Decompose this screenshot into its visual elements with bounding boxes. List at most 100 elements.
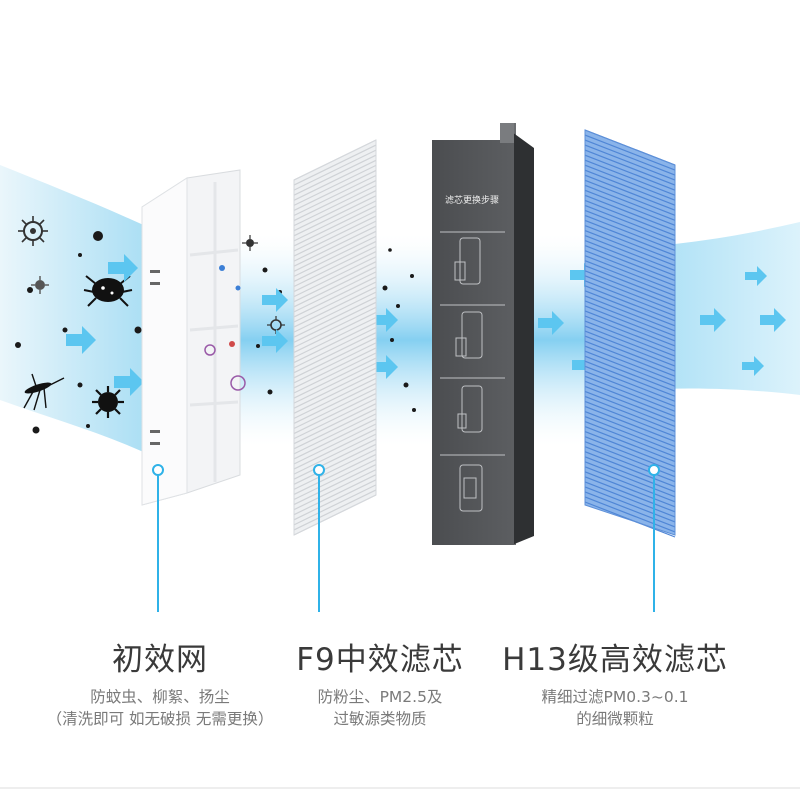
pleat-line (584, 204, 676, 241)
pleat-line (584, 280, 676, 317)
pleat-line (293, 484, 377, 526)
pleat-line (584, 385, 676, 422)
pleat-line (584, 169, 676, 206)
pleat-line (293, 367, 377, 409)
pleat-line (584, 310, 676, 347)
arrow-right-icon (262, 288, 288, 312)
pleat-line (584, 229, 676, 267)
arrow-right-icon (742, 356, 764, 376)
replacement-step-diagrams (440, 231, 505, 512)
pleat-line (293, 342, 377, 384)
pleat-line (584, 290, 676, 327)
pleat-line (584, 415, 676, 453)
pleat-line (293, 154, 377, 196)
pleat-line (584, 250, 676, 287)
pleat-line (293, 347, 377, 389)
pleat-line (584, 235, 676, 272)
pleat-line (584, 355, 676, 392)
pleat-line (293, 210, 377, 252)
carbon-panel-heading: 滤芯更换步骤 (445, 194, 499, 206)
pleat-line (584, 189, 676, 226)
pleat-line (293, 377, 377, 419)
pleat-line (293, 458, 377, 501)
pleat-line (584, 285, 676, 322)
pleat-line (584, 305, 676, 342)
pre-filter-title: 初效网 (112, 642, 208, 678)
pleat-line (584, 466, 676, 503)
pleat-line (293, 322, 377, 364)
pleat-line (293, 423, 377, 465)
pleat-line (293, 428, 377, 470)
dust-particle-icon (15, 342, 21, 348)
arrow-right-icon (66, 326, 96, 354)
pleat-line (293, 159, 377, 201)
pleat-line (293, 387, 377, 430)
pleat-line (293, 169, 377, 211)
pleat-line (293, 256, 377, 298)
incoming-air-stream (0, 165, 150, 455)
h13-filter-desc-line2: 的细微颗粒 (576, 710, 654, 728)
pleat-line (293, 225, 377, 267)
arrow-right-icon (372, 308, 398, 332)
pleat-line (584, 350, 676, 387)
pleat-line (584, 320, 676, 357)
pleat-line (293, 164, 377, 206)
pleat-line (293, 281, 377, 323)
f9-filter-desc-line2: 过敏源类物质 (333, 710, 427, 728)
pleat-line (584, 340, 676, 377)
pleat-line (584, 209, 676, 246)
pleat-line (293, 296, 377, 338)
pleat-line (293, 352, 377, 394)
h13-filter-pleats (584, 129, 676, 538)
dust-particle-icon (32, 426, 40, 434)
pleat-line (293, 200, 377, 242)
pleat-line (293, 205, 377, 247)
pleat-line (293, 332, 377, 374)
pleat-line (293, 362, 377, 404)
pleat-line (584, 179, 676, 216)
pleat-line (584, 255, 676, 292)
dust-particle-icon (403, 382, 409, 388)
f9-filter-pleats (293, 139, 377, 536)
pleat-line (293, 185, 377, 227)
pleat-line (584, 426, 676, 463)
pleat-line (293, 245, 377, 288)
pleat-line (293, 393, 377, 435)
pleat-line (584, 461, 676, 498)
pre-filter-desc-line2: （清洗即可 如无破损 无需更换） (46, 710, 274, 728)
carbon-filter-panel: 滤芯更换步骤 (432, 123, 534, 545)
pleat-line (584, 149, 676, 186)
pleat-line (293, 271, 377, 313)
bacteria-icon (31, 276, 49, 294)
pleat-line (293, 418, 377, 460)
arrow-right-icon (700, 308, 726, 332)
pleat-line (584, 400, 676, 438)
pleat-line (584, 471, 676, 508)
pleat-line (584, 476, 676, 513)
dust-particle-icon (134, 326, 142, 334)
pleat-line (293, 398, 377, 440)
pleat-line (293, 235, 377, 277)
pleat-line (584, 365, 676, 402)
bottom-divider (0, 787, 800, 789)
pleat-line (584, 134, 676, 171)
pleat-line (584, 390, 676, 427)
pleat-line (584, 240, 676, 277)
arrow-right-icon (262, 329, 288, 353)
pleat-line (584, 436, 676, 473)
pleat-line (584, 194, 676, 231)
pleat-line (584, 144, 676, 181)
pleat-line (584, 481, 676, 518)
dust-particle-icon (396, 304, 400, 308)
dust-particle-icon (27, 287, 33, 293)
arrow-right-icon (760, 308, 786, 332)
pleat-line (293, 291, 377, 333)
pleat-line (293, 251, 377, 293)
pleat-line (293, 433, 377, 475)
pre-filter-desc-line1: 防蚊虫、柳絮、扬尘 (90, 688, 230, 706)
virus-icon (242, 235, 258, 251)
dust-particle-icon (388, 248, 392, 252)
pleat-line (584, 395, 676, 432)
pleat-line (293, 190, 377, 232)
pleat-line (293, 149, 377, 191)
